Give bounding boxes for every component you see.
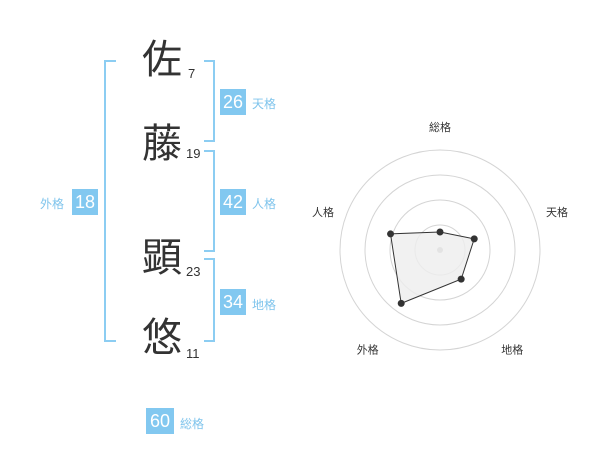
stroke-count-4: 11 [186, 346, 200, 361]
name-char-1: 佐 [142, 37, 182, 83]
radar-ring-3 [364, 174, 516, 326]
chikaku-bracket [204, 258, 215, 342]
jinkaku-label: 人格 [252, 197, 277, 211]
radar-ring-4 [339, 149, 541, 351]
radar-point-1 [470, 235, 478, 243]
radar-point-0 [436, 228, 444, 236]
radar-point-4 [387, 230, 395, 238]
gaikaku-label: 外格 [40, 197, 65, 211]
chikaku-label: 地格 [252, 298, 277, 312]
soukaku-label: 総格 [180, 417, 205, 431]
name-char-3: 顕 [142, 235, 182, 281]
jinkaku-bracket [204, 150, 215, 252]
radar-axis-label-4: 人格 [312, 205, 334, 219]
radar-axis-label-1: 天格 [546, 205, 568, 219]
tenkaku-bracket [204, 60, 215, 142]
radar-polygon [389, 231, 475, 305]
gaikaku-bracket [104, 60, 116, 342]
name-char-2: 藤 [142, 121, 182, 167]
tenkaku-label: 天格 [252, 97, 277, 111]
soukaku-value-badge: 60 [146, 408, 174, 434]
radar-data-area [389, 231, 475, 305]
gaikaku-value-badge: 18 [72, 189, 98, 215]
tenkaku-value-badge: 26 [220, 89, 246, 115]
stroke-count-3: 23 [186, 264, 201, 279]
radar-axis-label-0: 総格 [429, 120, 451, 134]
radar-data-points [387, 228, 478, 307]
radar-ring-2 [389, 199, 491, 301]
radar-axis-label-2: 地格 [501, 343, 523, 357]
name-char-4: 悠 [142, 315, 182, 361]
stroke-count-2: 19 [186, 146, 201, 161]
jinkaku-value-badge: 42 [220, 189, 246, 215]
radar-point-3 [397, 299, 405, 307]
radar-point-2 [457, 275, 465, 283]
chikaku-value-badge: 34 [220, 289, 246, 315]
stroke-count-1: 7 [188, 66, 196, 81]
radar-axis-label-3: 外格 [357, 343, 379, 357]
